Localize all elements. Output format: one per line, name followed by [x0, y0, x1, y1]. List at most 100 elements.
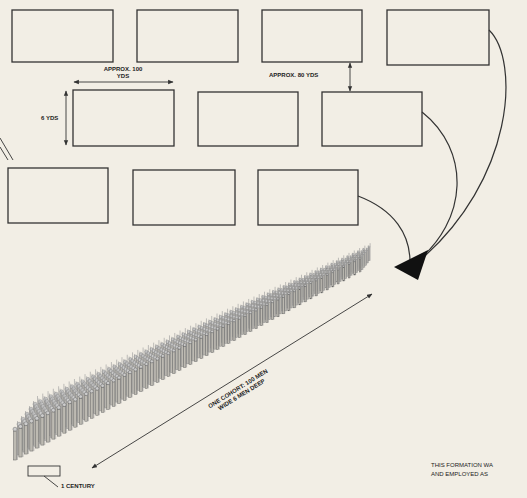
soldier-head [233, 319, 236, 322]
soldier-head [123, 373, 126, 376]
spear [181, 342, 182, 371]
dimension-label: APPROX. 80 YDS [268, 72, 319, 79]
dimension-lines [0, 63, 350, 160]
spear [170, 347, 171, 376]
soldier-body [288, 294, 290, 310]
soldier-body [151, 363, 154, 386]
spear [110, 376, 111, 409]
spear [192, 336, 193, 364]
spear [93, 384, 94, 418]
cohort-box [133, 170, 235, 225]
soldier-head [277, 298, 279, 300]
soldier-body [123, 376, 126, 400]
spear [33, 413, 34, 451]
soldier-body [332, 273, 334, 287]
soldier-head [238, 317, 241, 320]
cohort-box [322, 92, 422, 146]
soldier-body [315, 281, 317, 296]
soldier-head [249, 311, 251, 313]
soldier-body [156, 360, 158, 382]
soldier-head [315, 279, 317, 281]
soldier-head [46, 411, 50, 415]
soldier-head [172, 349, 175, 352]
soldier-head [310, 282, 312, 284]
century-bracket [28, 466, 60, 476]
dimension-line [74, 82, 173, 83]
soldier-head [24, 422, 28, 426]
curved-arrow [414, 112, 457, 264]
soldier-head [84, 392, 88, 396]
soldier-body [233, 322, 235, 341]
spear [219, 323, 220, 349]
spear [82, 389, 83, 424]
soldier-body [266, 305, 268, 322]
spear [126, 368, 127, 400]
soldier-body [118, 379, 121, 403]
spear [50, 405, 51, 442]
curved-arrow [418, 30, 506, 262]
soldier-body [337, 270, 339, 284]
spear [22, 418, 23, 457]
soldier-body [134, 371, 137, 394]
soldier-head [359, 257, 361, 259]
cohort-box [258, 170, 358, 225]
soldier-body [222, 327, 224, 346]
soldier-body [30, 423, 33, 451]
dimension-label: ONE COHORT: 100 MEN WIDE 6 MEN DEEP [206, 367, 275, 417]
spear [208, 328, 209, 355]
note-text: AND EMPLOYED AS [430, 471, 489, 478]
soldier-body [321, 278, 323, 293]
soldier-head [332, 271, 334, 273]
soldier-body [299, 289, 301, 305]
spear [213, 326, 214, 353]
spear [72, 395, 73, 431]
soldier-head [194, 338, 197, 341]
soldier-head [211, 330, 214, 333]
soldier-head [128, 371, 131, 374]
soldier-head [167, 352, 170, 355]
soldier-block [13, 243, 370, 460]
soldier-body [238, 319, 240, 338]
spear [137, 363, 138, 395]
soldier-body [112, 382, 115, 406]
soldier-head [29, 419, 33, 423]
spear [132, 365, 133, 397]
soldier-head [321, 276, 323, 278]
soldier-body [354, 262, 355, 275]
spear [186, 339, 187, 367]
soldier-head [348, 263, 350, 265]
soldier-head [161, 354, 164, 357]
soldier-head [266, 303, 268, 305]
spear [153, 355, 154, 385]
soldier-body [162, 357, 164, 379]
soldier-body [74, 401, 77, 427]
spear [55, 402, 56, 439]
dimension-line [92, 294, 372, 468]
soldier-head [62, 403, 66, 407]
soldier-body [35, 420, 38, 448]
soldier-head [145, 362, 148, 365]
soldier-head [51, 408, 55, 412]
soldier-body [145, 365, 148, 388]
soldier-body [271, 303, 273, 320]
cohort-arrow [28, 294, 372, 487]
leader-line [0, 138, 13, 160]
dimension-line [350, 63, 351, 91]
soldier-body [343, 267, 345, 281]
soldier-head [68, 400, 72, 404]
soldier-head [13, 427, 17, 431]
cohort-box [387, 10, 489, 65]
soldier-head [205, 333, 208, 336]
spear [148, 358, 149, 389]
soldier-head [244, 314, 247, 317]
soldier-body [24, 426, 27, 454]
soldier-head [354, 260, 356, 262]
soldier-body [173, 352, 175, 374]
soldier-head [271, 300, 273, 302]
soldier-body [167, 355, 169, 377]
spear [44, 408, 45, 445]
soldier-head [73, 398, 77, 402]
spear [164, 350, 165, 380]
soldier-body [101, 387, 104, 412]
soldier-head [57, 406, 61, 410]
